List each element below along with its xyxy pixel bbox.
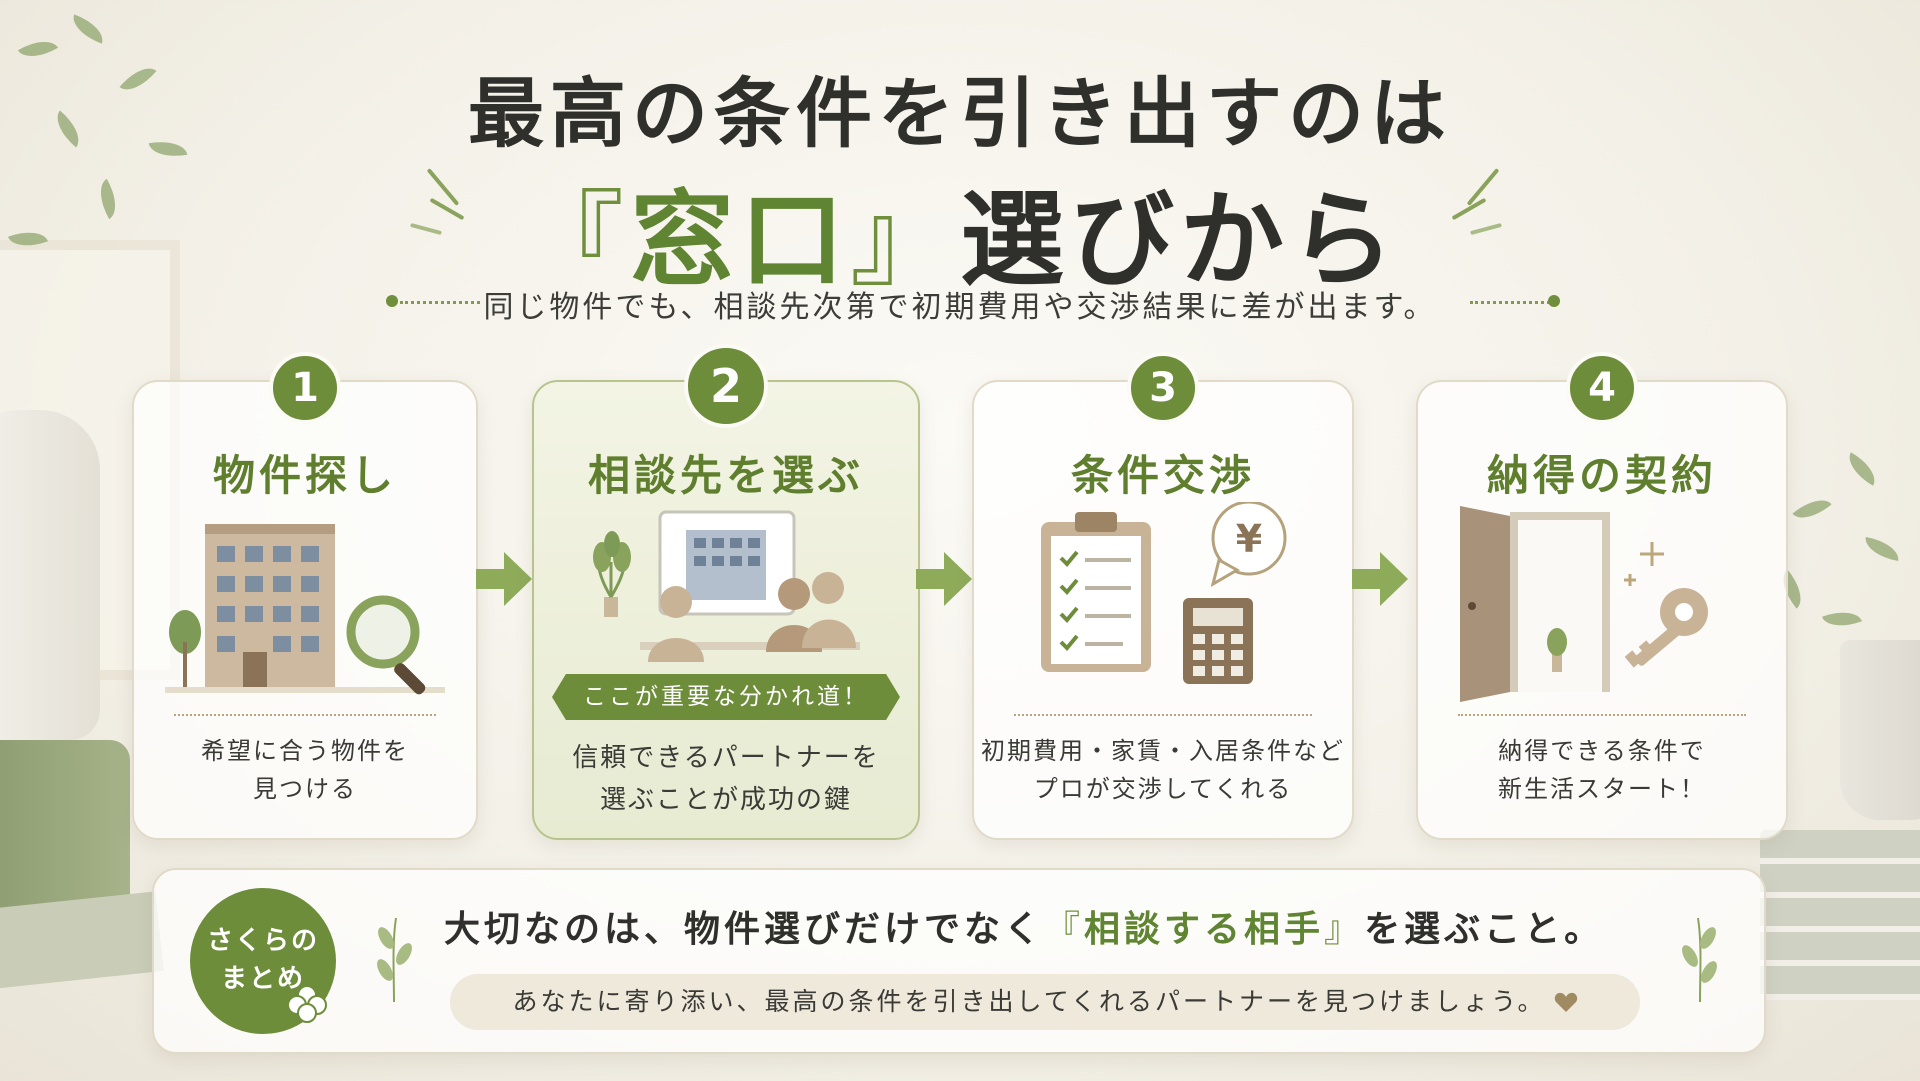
subtitle-line-left	[400, 301, 480, 304]
arrow-right-icon	[1352, 552, 1408, 606]
summary-sub-pill: あなたに寄り添い、最高の条件を引き出してくれるパートナーを見つけましょう。	[450, 974, 1640, 1030]
step-card-4: 4 納得の契約 納得できる条件で 新生活スタート！	[1416, 352, 1788, 840]
clover-icon	[287, 985, 327, 1023]
step-card-2: 2 相談先を選ぶ ここが重要な分かれ道！ 信頼できるパートナーを 選ぶことが成功…	[532, 344, 920, 840]
subtitle-line-right	[1470, 301, 1550, 304]
background-plant-pot	[1840, 640, 1920, 820]
leaf-sprig-icon	[1682, 917, 1717, 1003]
step-divider-1	[174, 714, 436, 716]
building-magnifier-icon	[165, 524, 445, 695]
summary-sub-text: あなたに寄り添い、最高の条件を引き出してくれるパートナーを見つけましょう。	[512, 987, 1546, 1016]
summary-highlight: 相談する相手	[1084, 909, 1325, 950]
step-divider-4	[1458, 714, 1746, 716]
step-title-1: 物件探し	[212, 451, 397, 500]
background-books	[1760, 830, 1920, 1000]
step-number-2: 2	[684, 344, 768, 428]
title-rest: 選びから	[960, 179, 1401, 301]
step-card-3: 3 条件交渉 ¥ 初期費用・家賃・入居条件など プロが交渉してくれる	[972, 352, 1354, 840]
step-divider-3	[1014, 714, 1312, 716]
badge-line1: さくらの	[206, 926, 319, 956]
step-title-2: 相談先を選ぶ	[587, 451, 864, 500]
leaf-sprig-icon	[377, 917, 412, 1003]
subtitle-dot-right	[1548, 295, 1560, 307]
background-vase	[0, 410, 100, 740]
step-ribbon-2: ここが重要な分かれ道！	[552, 674, 900, 720]
step-number-3: 3	[1127, 352, 1199, 424]
subtitle-dot-left	[386, 295, 398, 307]
step-description-2: 信頼できるパートナーを 選ぶことが成功の鍵	[572, 743, 880, 815]
clipboard-calculator-yen-icon: ¥	[1041, 502, 1287, 684]
heart-icon	[1554, 992, 1577, 1012]
background-cloth	[0, 891, 164, 989]
consultation-meeting-icon	[593, 510, 860, 662]
open-door-key-icon	[1460, 506, 1708, 702]
title-quote-close: 』	[850, 179, 961, 301]
step-description-3: 初期費用・家賃・入居条件など プロが交渉してくれる	[981, 737, 1345, 803]
step-title-3: 条件交渉	[1070, 451, 1255, 500]
summary-badge: さくらの まとめ	[190, 888, 336, 1034]
arrow-right-icon	[476, 552, 532, 606]
step-description-1: 希望に合う物件を 見つける	[201, 737, 409, 803]
sparkle-lines-right-icon	[1440, 165, 1520, 245]
step-title-4: 納得の契約	[1486, 451, 1717, 500]
step-number-1: 1	[269, 352, 341, 424]
title-quote-open: 『	[519, 179, 630, 301]
summary-main-text: 大切なのは、物件選びだけでなく『相談する相手』を選ぶこと。	[444, 909, 1605, 950]
subtitle: 同じ物件でも、相談先次第で初期費用や交渉結果に差が出ます。	[483, 290, 1437, 325]
summary-panel: さくらの まとめ 大切なのは、物件選びだけでなく『相談する相手』を選ぶこと。 あ…	[152, 868, 1766, 1054]
step-description-4: 納得できる条件で 新生活スタート！	[1498, 737, 1706, 803]
badge-line2: まとめ	[220, 964, 305, 994]
step-card-1: 1 物件探し 希望に合う物件を 見つける	[132, 352, 478, 840]
step-number-4: 4	[1566, 352, 1638, 424]
svg-text:¥: ¥	[1236, 517, 1262, 561]
page-title-line1: 最高の条件を引き出すのは	[468, 69, 1452, 158]
page-title-line2: 『窓口』選びから	[0, 155, 1920, 306]
arrow-right-icon	[916, 552, 972, 606]
sparkle-lines-left-icon	[410, 165, 490, 245]
title-highlight: 窓口	[629, 179, 850, 301]
